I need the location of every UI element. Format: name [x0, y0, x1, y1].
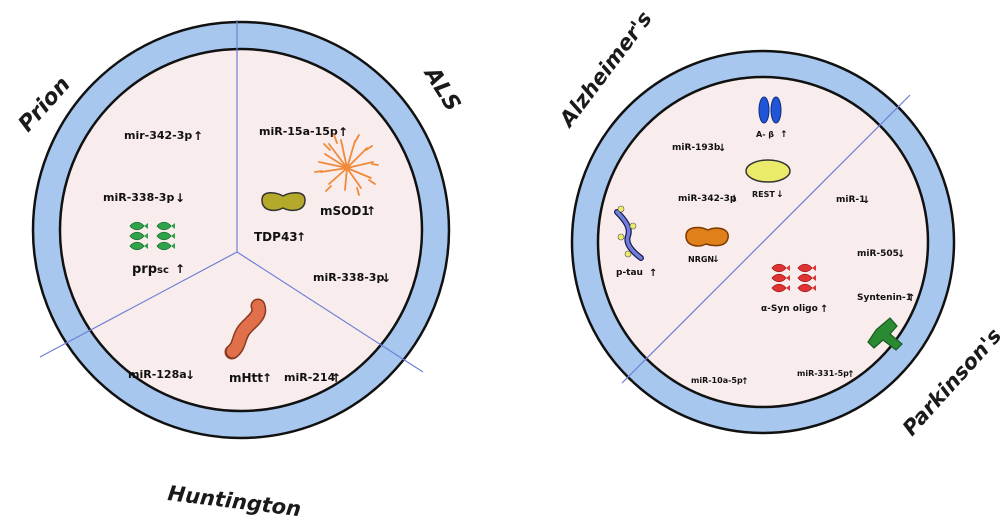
- arrow-mir-214: ↑: [331, 371, 341, 385]
- arrow-mir-128a: ↓: [185, 368, 195, 382]
- nrgn-icon: [685, 226, 729, 247]
- label-mir-342-3p-ad: miR-342-3p: [678, 194, 737, 204]
- arrow-alpha-syn: ↑: [820, 304, 828, 315]
- arrow-abeta: ↑: [780, 130, 788, 140]
- label-alpha-syn: α-Syn oligo: [761, 304, 818, 314]
- syntenin-icon: [867, 317, 903, 351]
- arrow-mir-331-5p: ↑: [847, 370, 855, 380]
- arrow-nrgn: ↓: [712, 255, 720, 265]
- left-inner-area: [58, 47, 424, 413]
- arrow-mir-342-3p: ↑: [193, 129, 203, 143]
- rest-icon: [745, 159, 791, 183]
- label-mhtt: mHtt: [229, 371, 263, 385]
- label-als: ALS: [418, 61, 465, 116]
- label-mir-10a-5p: miR-10a-5p: [691, 376, 743, 385]
- left-dividers: [39, 20, 424, 373]
- arrow-mir-193b: ↓: [718, 143, 726, 154]
- label-mir-128a: miR-128a: [128, 368, 187, 381]
- arrow-mir-338-3p: ↓: [175, 191, 185, 205]
- arrow-prpsc: ↑: [175, 262, 185, 276]
- label-abeta: A- β: [756, 130, 774, 139]
- label-mir-15a-15p: miR-15a-15p: [259, 125, 338, 138]
- right-divider: [621, 94, 911, 384]
- mhtt-icon: [224, 298, 267, 360]
- label-rest: REST: [752, 190, 775, 199]
- ptau-icon: [614, 205, 644, 261]
- label-msod1: mSOD1: [320, 204, 370, 218]
- divider-left: [39, 251, 238, 358]
- arrow-mir-505: ↓: [897, 249, 905, 260]
- arrow-tdp43: ↑: [296, 230, 306, 244]
- label-huntington: Huntington: [166, 481, 302, 521]
- label-mir-331-5p: miR-331-5p: [797, 369, 849, 378]
- label-nrgn: NRGN: [688, 255, 714, 264]
- tdp43-icon: [261, 192, 306, 212]
- label-mir-193b: miR-193b: [672, 143, 721, 153]
- arrow-mir-342-3p-ad: ↓: [730, 194, 738, 205]
- arrow-ptau: ↑: [649, 268, 657, 279]
- label-mir-342-3p: mir-342-3p: [124, 129, 192, 142]
- label-mir-505: miR-505: [857, 249, 899, 259]
- label-syntenin-1: Syntenin-1: [857, 293, 912, 303]
- label-ptau: p-tau: [616, 268, 643, 278]
- label-mir-338-3p-als: miR-338-3p: [313, 271, 384, 284]
- amyloid-beta-icon: [758, 96, 782, 124]
- label-mir-1: miR-1: [836, 195, 865, 205]
- label-mir-338-3p: miR-338-3p: [103, 191, 174, 204]
- prp-main: prp: [132, 262, 157, 277]
- arrow-syntenin-1: ↑: [907, 293, 915, 304]
- divider-right: [236, 251, 424, 373]
- arrow-msod1: ↑: [366, 204, 376, 218]
- arrow-mhtt: ↑: [262, 371, 272, 385]
- arrow-mir-338-3p-als: ↓: [381, 271, 391, 285]
- prp-sub: sc: [157, 265, 169, 276]
- label-prpsc: prpsc: [132, 262, 169, 277]
- arrow-mir-15a-15p: ↑: [338, 125, 348, 139]
- label-tdp43: TDP43: [254, 230, 298, 244]
- msod1-icon: [314, 134, 379, 196]
- arrow-mir-10a-5p: ↑: [741, 377, 749, 387]
- arrow-rest: ↓: [776, 190, 784, 200]
- label-mir-214: miR-214: [284, 371, 336, 384]
- left-circle: [31, 20, 451, 440]
- arrow-mir-1: ↓: [862, 195, 870, 206]
